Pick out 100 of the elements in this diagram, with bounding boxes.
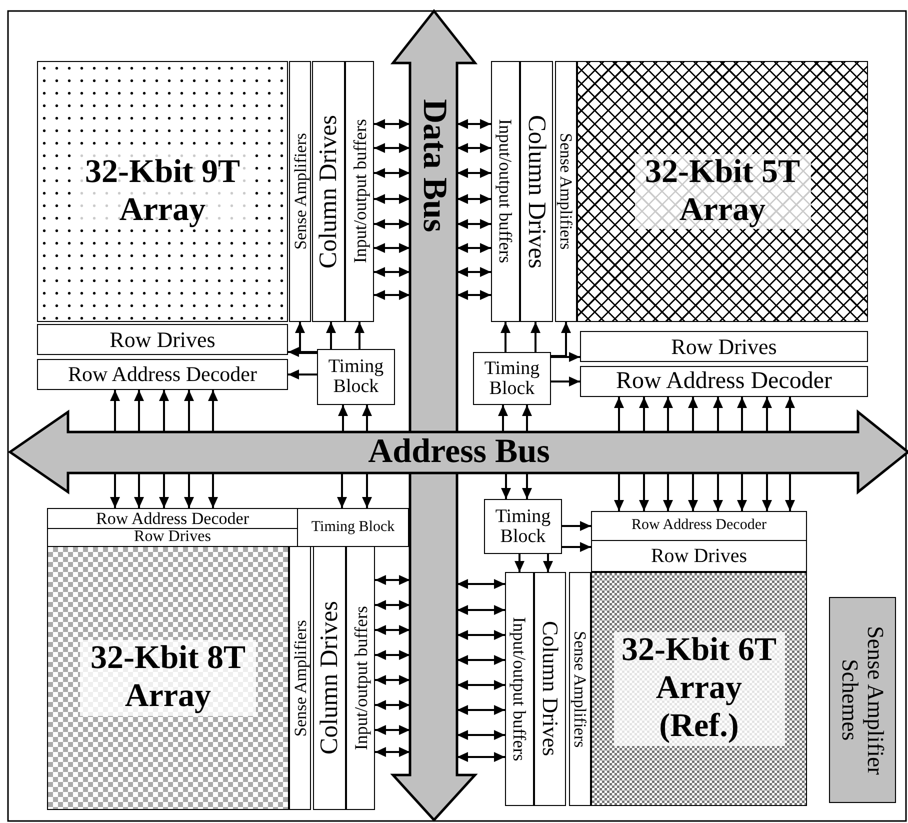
double-headed-arrow xyxy=(374,119,410,129)
block-label: Row Address Decoder xyxy=(96,510,249,528)
arrow xyxy=(551,322,571,357)
block-label: Row Address Decoder xyxy=(68,363,257,386)
column-block xyxy=(534,572,566,806)
arrow xyxy=(663,397,673,432)
arrow xyxy=(713,473,723,511)
double-headed-arrow xyxy=(375,625,410,635)
arrow xyxy=(785,473,795,511)
double-headed-arrow xyxy=(374,290,410,300)
block-label: Sense Amplifiers xyxy=(292,620,308,736)
block-label: Row Drives xyxy=(671,334,777,358)
arrow xyxy=(522,405,532,432)
circuit-block xyxy=(580,366,868,397)
double-headed-arrow xyxy=(457,752,505,762)
arrow xyxy=(639,397,649,432)
column-block xyxy=(289,61,311,322)
column-block xyxy=(505,572,534,806)
arrow xyxy=(522,473,532,499)
double-headed-arrow xyxy=(457,194,491,204)
double-headed-arrow xyxy=(375,650,410,660)
block-label: Timing Block xyxy=(311,520,395,536)
arrow xyxy=(134,390,144,432)
circuit-block xyxy=(591,511,807,541)
block-label: Row Drives xyxy=(650,546,748,566)
column-block xyxy=(345,61,374,322)
block-label: Input/output buffers xyxy=(350,119,368,264)
arrow xyxy=(500,322,510,352)
double-headed-arrow xyxy=(457,143,491,153)
array-label: 32-Kbit 5T Array xyxy=(634,154,810,230)
column-block xyxy=(555,61,577,322)
block-label: Timing Block xyxy=(327,357,385,397)
arrow xyxy=(530,322,540,352)
arrow xyxy=(562,521,591,531)
double-headed-arrow xyxy=(457,680,505,690)
arrow xyxy=(184,473,194,508)
double-headed-arrow xyxy=(457,290,491,300)
timing-block xyxy=(473,352,551,405)
double-headed-arrow xyxy=(375,725,410,735)
block-label: Column Drives xyxy=(317,601,342,755)
arrow xyxy=(688,473,698,511)
column-block xyxy=(569,572,591,806)
double-headed-arrow xyxy=(374,219,410,229)
block-label: Timing Block xyxy=(494,506,552,546)
double-headed-arrow xyxy=(457,655,505,665)
double-headed-arrow xyxy=(374,243,410,253)
double-headed-arrow xyxy=(457,119,491,129)
arrow xyxy=(288,370,317,380)
arrow xyxy=(639,473,649,511)
arrow xyxy=(562,542,591,552)
arrow xyxy=(762,397,772,432)
timing-block xyxy=(317,349,395,405)
block-label: Sense Amplifiers xyxy=(558,133,574,250)
column-block xyxy=(289,546,311,810)
circuit-block xyxy=(37,324,288,355)
block-label: Row Drives xyxy=(110,328,216,352)
memory-array-block xyxy=(47,546,289,810)
double-headed-arrow xyxy=(457,605,505,615)
column-block xyxy=(312,61,345,322)
column-block xyxy=(313,546,346,810)
double-headed-arrow xyxy=(457,579,505,589)
block-label: Input/output buffers xyxy=(352,606,370,750)
double-headed-arrow xyxy=(375,675,410,685)
block-label: Column Drives xyxy=(524,114,549,268)
arrow xyxy=(134,473,144,508)
timing-block xyxy=(484,499,562,554)
arrow xyxy=(362,473,372,508)
arrow xyxy=(288,347,317,357)
block-label: Timing Block xyxy=(483,358,541,398)
arrow xyxy=(159,473,169,508)
memory-array-block xyxy=(37,61,288,322)
double-headed-arrow xyxy=(457,267,491,277)
arrow xyxy=(551,376,580,386)
double-headed-arrow xyxy=(457,630,505,640)
arrow xyxy=(326,322,336,349)
memory-array-block xyxy=(591,572,807,806)
double-headed-arrow xyxy=(374,143,410,153)
arrow xyxy=(110,390,120,432)
arrow xyxy=(737,473,747,511)
double-headed-arrow xyxy=(457,243,491,253)
block-label: Row Address Decoder xyxy=(632,518,766,534)
arrow xyxy=(614,397,624,432)
block-label: Column Drives xyxy=(539,621,561,757)
arrow xyxy=(663,473,673,511)
array-label: 32-Kbit 6T Array (Ref.) xyxy=(614,632,784,746)
arrow xyxy=(514,554,524,572)
double-headed-arrow xyxy=(457,219,491,229)
double-headed-arrow xyxy=(375,600,410,610)
arrow xyxy=(208,473,218,508)
arrow xyxy=(501,473,511,499)
block-label: Sense Amplifier Schemes xyxy=(837,624,888,777)
double-headed-arrow xyxy=(457,705,505,715)
column-block xyxy=(346,546,375,810)
block-label: Row Address Decoder xyxy=(616,368,832,394)
arrow xyxy=(688,397,698,432)
double-headed-arrow xyxy=(457,730,505,740)
arrow xyxy=(184,390,194,432)
bus-label: Address Bus xyxy=(368,434,550,470)
arrow xyxy=(551,352,580,362)
arrow xyxy=(337,473,347,508)
